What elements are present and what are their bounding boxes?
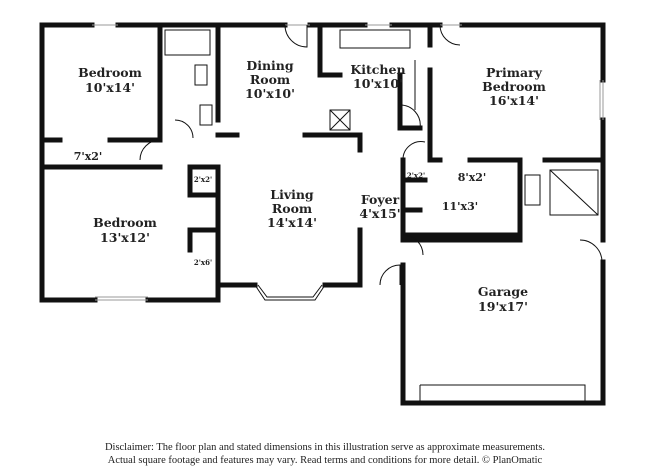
svg-text:10'x10': 10'x10'	[353, 76, 403, 91]
walls	[39, 22, 606, 406]
room-dims: 10'x14'	[85, 80, 135, 95]
room-kitchen: Kitchen 10'x10'	[350, 62, 405, 91]
room-bedroom-3: Bedroom 13'x12'	[93, 215, 157, 245]
svg-text:Bedroom: Bedroom	[482, 79, 546, 94]
svg-text:2'x2': 2'x2'	[194, 175, 212, 184]
svg-text:2'x2': 2'x2'	[407, 171, 425, 180]
svg-text:Kitchen: Kitchen	[350, 62, 405, 77]
svg-text:Room: Room	[250, 72, 290, 87]
svg-text:13'x12': 13'x12'	[100, 230, 150, 245]
room-garage: Garage 19'x17'	[478, 284, 528, 314]
room-dining: Dining Room 10'x10'	[245, 58, 295, 101]
svg-text:Foyer: Foyer	[361, 192, 400, 207]
room-living: Living Room 14'x14'	[267, 187, 317, 230]
svg-text:Primary: Primary	[486, 65, 543, 80]
svg-text:Garage: Garage	[478, 284, 528, 299]
room-primary-bedroom: Primary Bedroom 16'x14'	[482, 65, 546, 108]
svg-text:16'x14': 16'x14'	[489, 93, 539, 108]
svg-text:11'x3': 11'x3'	[442, 200, 478, 213]
svg-text:14'x14': 14'x14'	[267, 215, 317, 230]
svg-text:10'x10': 10'x10'	[245, 86, 295, 101]
svg-text:4'x15': 4'x15'	[359, 206, 400, 221]
room-bedroom-2: Bedroom 10'x14'	[78, 65, 142, 95]
svg-text:7'x2': 7'x2'	[74, 150, 103, 163]
svg-text:2'x6': 2'x6'	[194, 258, 212, 267]
svg-text:Room: Room	[272, 201, 312, 216]
disclaimer-line-2: Actual square footage and features may v…	[107, 455, 543, 466]
svg-text:19'x17': 19'x17'	[478, 299, 528, 314]
svg-text:8'x2': 8'x2'	[458, 171, 487, 184]
room-foyer: Foyer 4'x15'	[359, 192, 400, 221]
disclaimer-line-1: Disclaimer: The floor plan and stated di…	[104, 442, 546, 453]
closet-labels: 7'x2' 2'x2' 2'x6' 2'x2' 8'x2' 11'x3'	[74, 150, 487, 267]
room-name: Bedroom	[78, 65, 142, 80]
svg-text:Living: Living	[270, 187, 314, 202]
fixtures	[92, 24, 604, 403]
svg-text:Bedroom: Bedroom	[93, 215, 157, 230]
svg-text:Dining: Dining	[246, 58, 294, 73]
